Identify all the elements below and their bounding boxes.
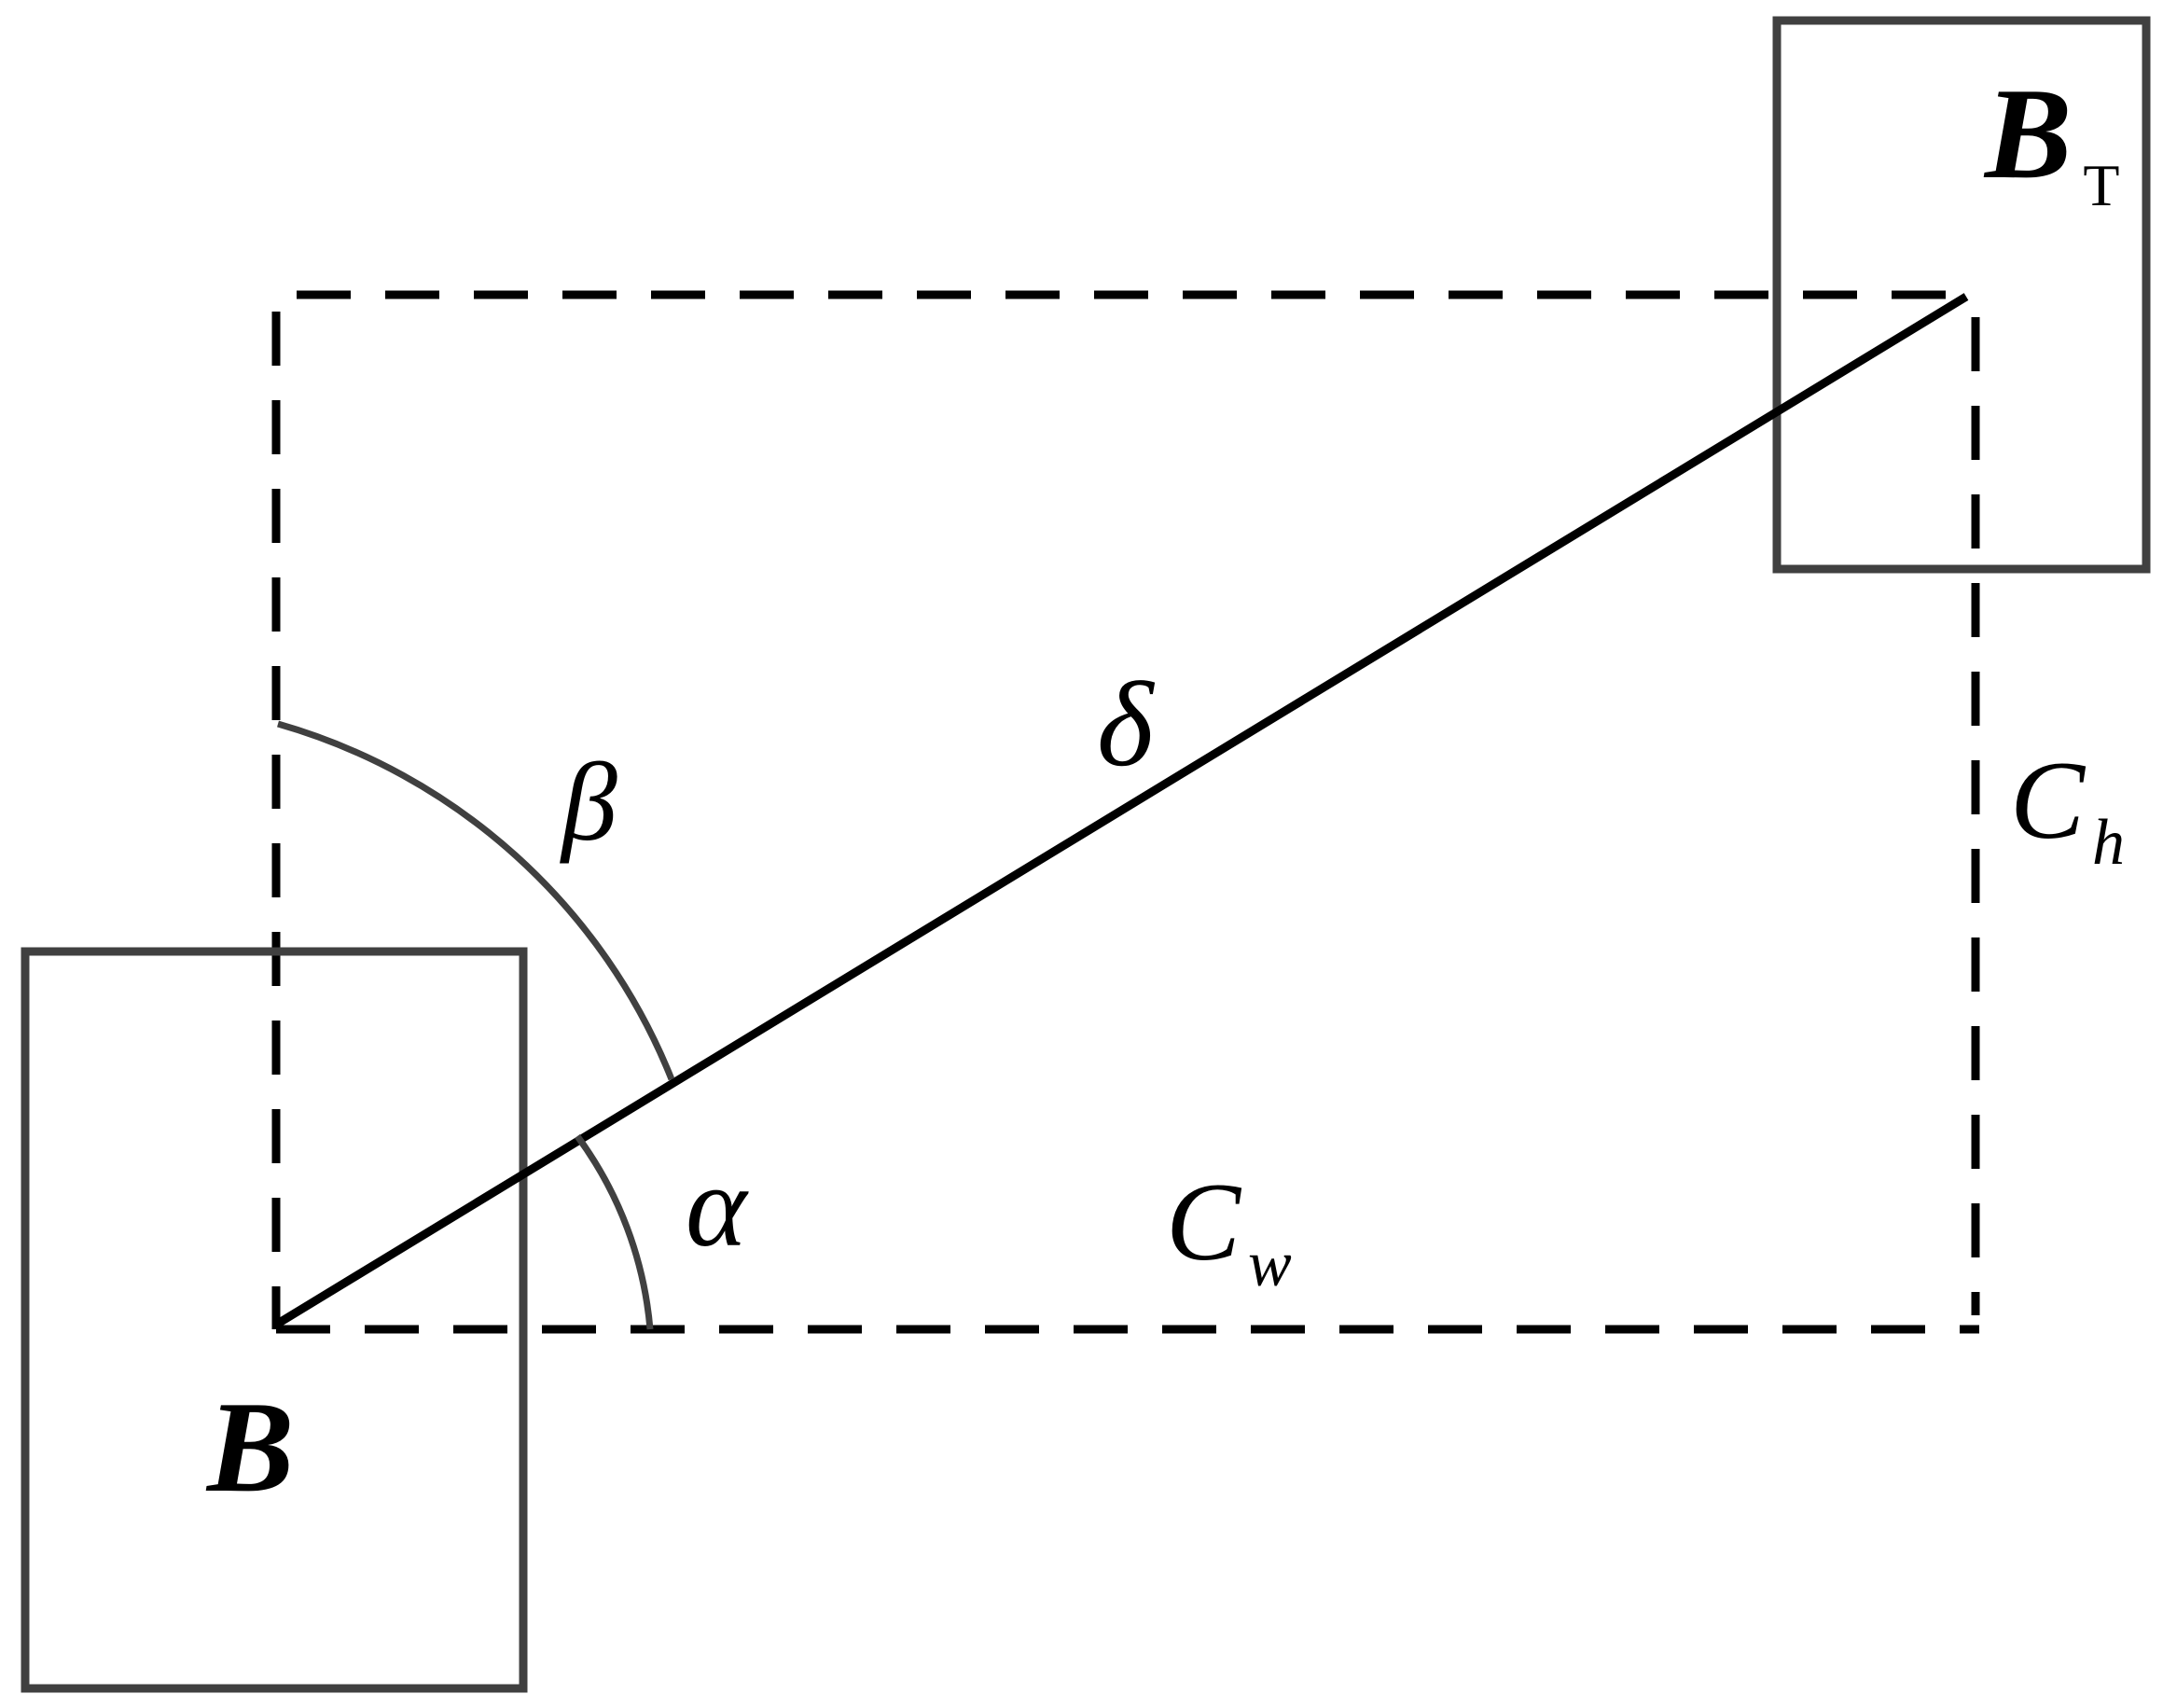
label-bt-subscript: T <box>2083 152 2119 218</box>
label-cw: C w <box>1166 1159 1292 1300</box>
delta-line <box>273 293 1969 1328</box>
label-ch-main: C <box>2010 738 2087 862</box>
label-alpha: α <box>686 1143 749 1271</box>
alpha-arc <box>575 1133 654 1330</box>
label-ch-subscript: h <box>2092 807 2125 879</box>
label-cw-subscript: w <box>1248 1229 1292 1300</box>
box-bt <box>1772 16 2151 574</box>
beta-arc <box>277 720 675 1081</box>
box-b <box>21 947 528 1693</box>
label-b: B <box>205 1375 294 1520</box>
label-ch: C h <box>2010 738 2125 879</box>
label-cw-main: C <box>1166 1159 1242 1284</box>
label-bt-main: B <box>1983 62 2072 206</box>
label-bt: B T <box>1983 62 2119 218</box>
label-delta: δ <box>1097 658 1156 792</box>
label-beta: β <box>560 740 617 864</box>
